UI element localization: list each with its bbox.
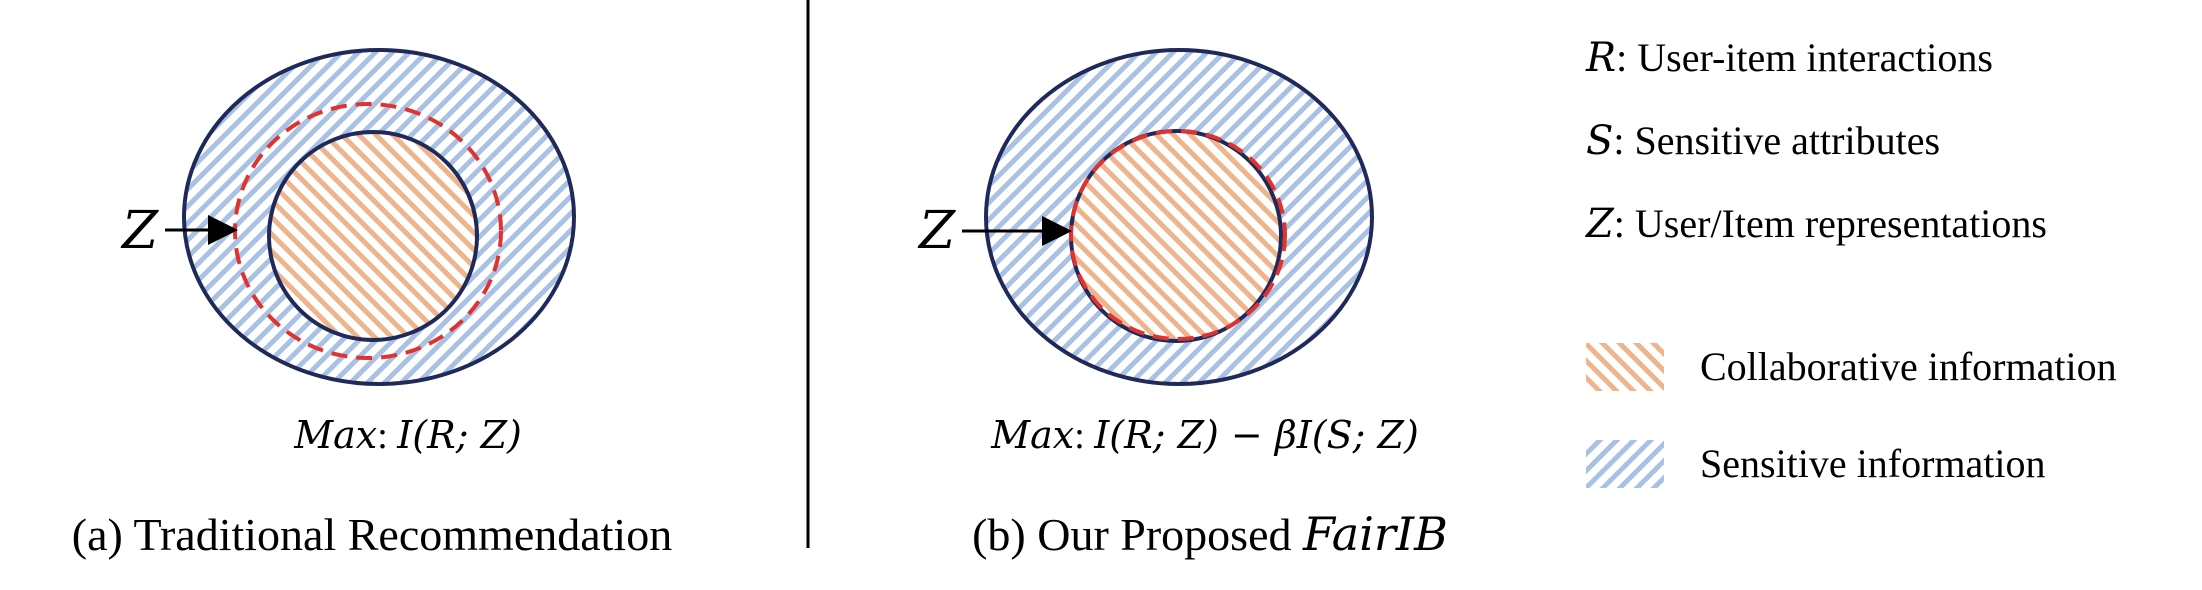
caption-a: (a) Traditional Recommendation: [72, 509, 672, 560]
legend-definition-s: S: Sensitive attributes: [1586, 118, 1940, 164]
z-label-b: Z: [917, 201, 956, 261]
legend-definition-r: R: User-item interactions: [1585, 35, 1993, 81]
collaborative-swatch-icon: [1586, 343, 1664, 391]
panel-b: Z Max: I(R; Z) − βI(S; Z) (b) Our Propos…: [917, 48, 1448, 561]
collaborative-circle-a: [267, 130, 479, 342]
legend-sensitive-label: Sensitive information: [1700, 441, 2046, 486]
caption-b: (b) Our Proposed FairIB: [972, 507, 1448, 561]
formula-a: Max: I(R; Z): [293, 413, 522, 457]
legend: R: User-item interactions S: Sensitive a…: [1584, 35, 2117, 488]
sensitive-swatch-icon: [1586, 440, 1664, 488]
panel-a: Z Max: I(R; Z) (a) Traditional Recommend…: [72, 48, 672, 560]
legend-definition-z: Z: User/Item representations: [1584, 201, 2047, 247]
z-label-a: Z: [120, 201, 159, 261]
legend-collaborative-label: Collaborative information: [1700, 344, 2117, 389]
formula-b: Max: I(R; Z) − βI(S; Z): [990, 413, 1419, 457]
